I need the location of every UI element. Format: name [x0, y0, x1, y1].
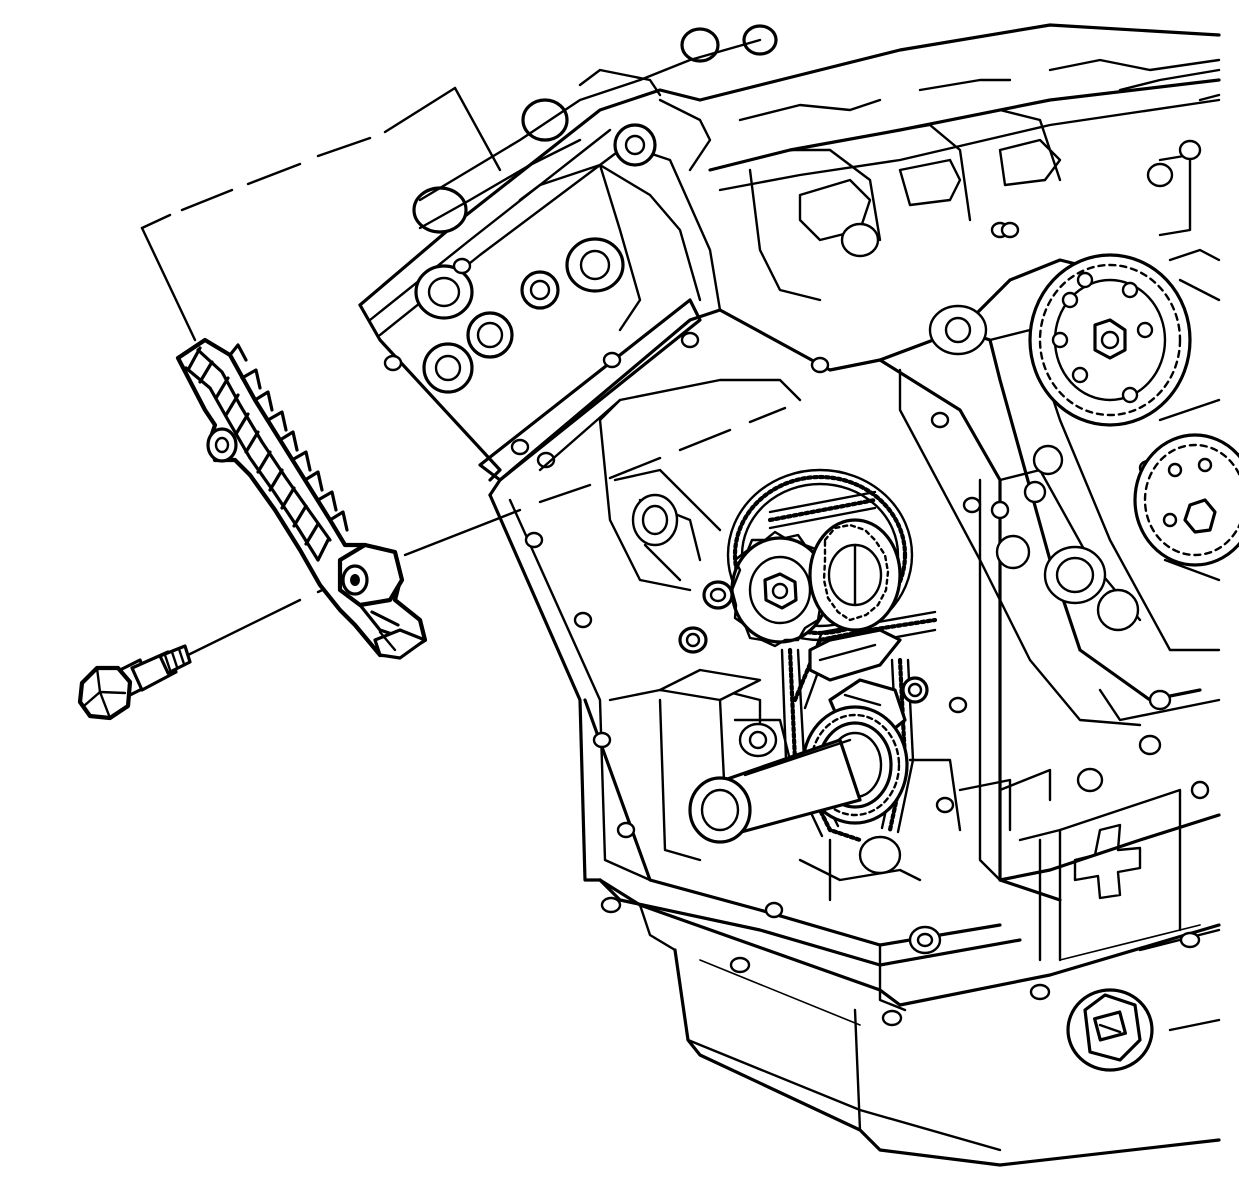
guide-bolt: [77, 644, 192, 721]
secondary-sprocket: [808, 518, 902, 632]
guide-to-cylinder-head-leader: [140, 86, 502, 342]
camshaft-caps: [412, 24, 778, 234]
cylinder-head-right: [698, 23, 1221, 302]
camshaft-sprocket-right: [1028, 253, 1192, 427]
oil-pan: [598, 878, 1221, 1167]
oil-pan-bolts: [600, 896, 1201, 1027]
cylinder-head-left: [358, 24, 778, 482]
front-bolts: [678, 580, 929, 758]
crankshaft-sprocket: [688, 705, 909, 844]
cylinder-head-bosses: [383, 237, 625, 456]
guide-to-engine-mount-leader: [403, 406, 787, 557]
engine-block: [488, 308, 1221, 1012]
right-bank-cam-drive: [878, 221, 1239, 727]
front-cover-bolt-holes: [524, 331, 982, 919]
timing-chain-guide: [175, 337, 428, 660]
bolt-to-guide-leader: [186, 580, 342, 657]
camshaft-sprocket-right-lower: [1133, 433, 1239, 567]
drain-plug: [1066, 988, 1154, 1072]
